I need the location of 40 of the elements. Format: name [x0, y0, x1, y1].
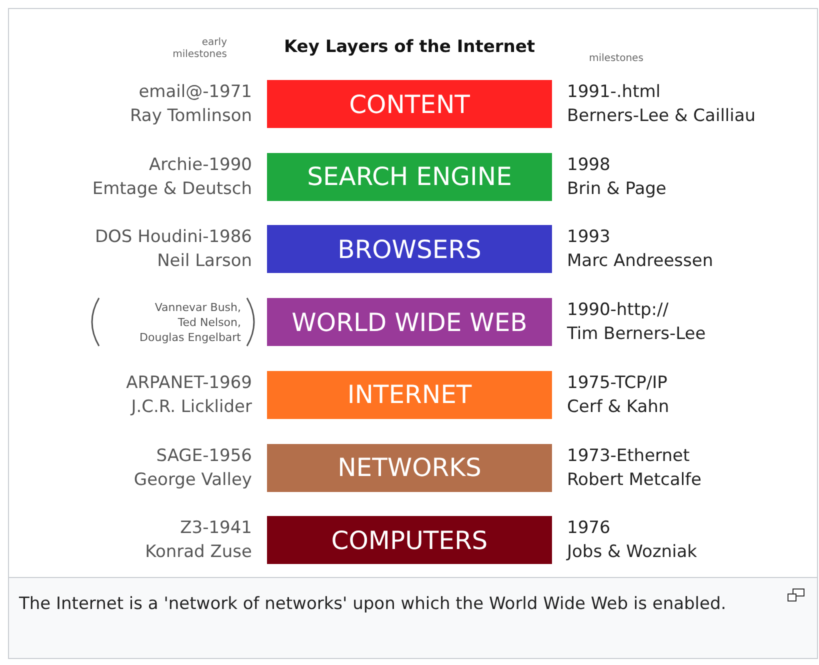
milestone-text: Z3-1941 [179, 517, 252, 540]
milestone-text: 1998 [567, 154, 612, 177]
milestone-text: Ted Nelson, [176, 314, 241, 330]
layer-bar: WORLD WIDE WEB [267, 298, 552, 346]
milestone-text: Berners-Lee & Cailliau [567, 105, 756, 128]
milestone-text: Brin & Page [567, 178, 666, 201]
layer-bar: INTERNET [267, 370, 552, 419]
caption-text: The Internet is a 'network of networks' upon which the World Wide Web is enabled. [19, 593, 728, 616]
milestone-text: ARPANET-1969 [126, 372, 252, 395]
milestone-text: SAGE-1956 [155, 444, 252, 468]
milestone-text: J.C.R. Licklider [129, 396, 252, 419]
milestone-text: Vannevar Bush, [154, 300, 241, 315]
milestone-text: Robert Metcalfe [567, 468, 702, 492]
milestone-text: Archie-1990 [148, 154, 252, 177]
milestone-text: Neil Larson [156, 250, 252, 274]
milestone-text: Emtage & Deutsch [92, 178, 252, 201]
milestone-text: 1993 [567, 226, 612, 250]
milestone-text: Ray Tomlinson [130, 105, 252, 128]
layer-bar: COMPUTERS [267, 516, 552, 564]
milestone-text: Tim Berners-Lee [567, 323, 706, 346]
milestone-text: 1976 [567, 517, 612, 540]
milestone-text: 1991-.html [567, 81, 662, 104]
layer-bar: BROWSERS [267, 225, 552, 274]
layer-bar: CONTENT [267, 80, 552, 128]
milestone-text: 1990-http:// [567, 299, 670, 322]
milestone-text: Marc Andreessen [567, 250, 714, 274]
milestone-text: 1973-Ethernet [567, 444, 691, 468]
milestone-text: Cerf & Kahn [567, 396, 670, 419]
layer-bar: NETWORKS [267, 444, 552, 492]
milestone-text: DOS Houdini-1986 [94, 226, 252, 250]
layer-bar: SEARCH ENGINE [267, 152, 552, 201]
milestone-text: 1975-TCP/IP [567, 372, 668, 395]
milestone-text: Jobs & Wozniak [567, 541, 698, 564]
milestone-text: email@-1971 [138, 81, 252, 104]
column-heading: milestones [589, 53, 644, 64]
milestone-text: Douglas Engelbart [140, 330, 241, 345]
column-heading: early milestones [172, 37, 227, 61]
diagram-title: Key Layers of the Internet [282, 37, 536, 57]
milestone-text: George Valley [134, 468, 252, 492]
milestone-text: Konrad Zuse [145, 541, 252, 564]
